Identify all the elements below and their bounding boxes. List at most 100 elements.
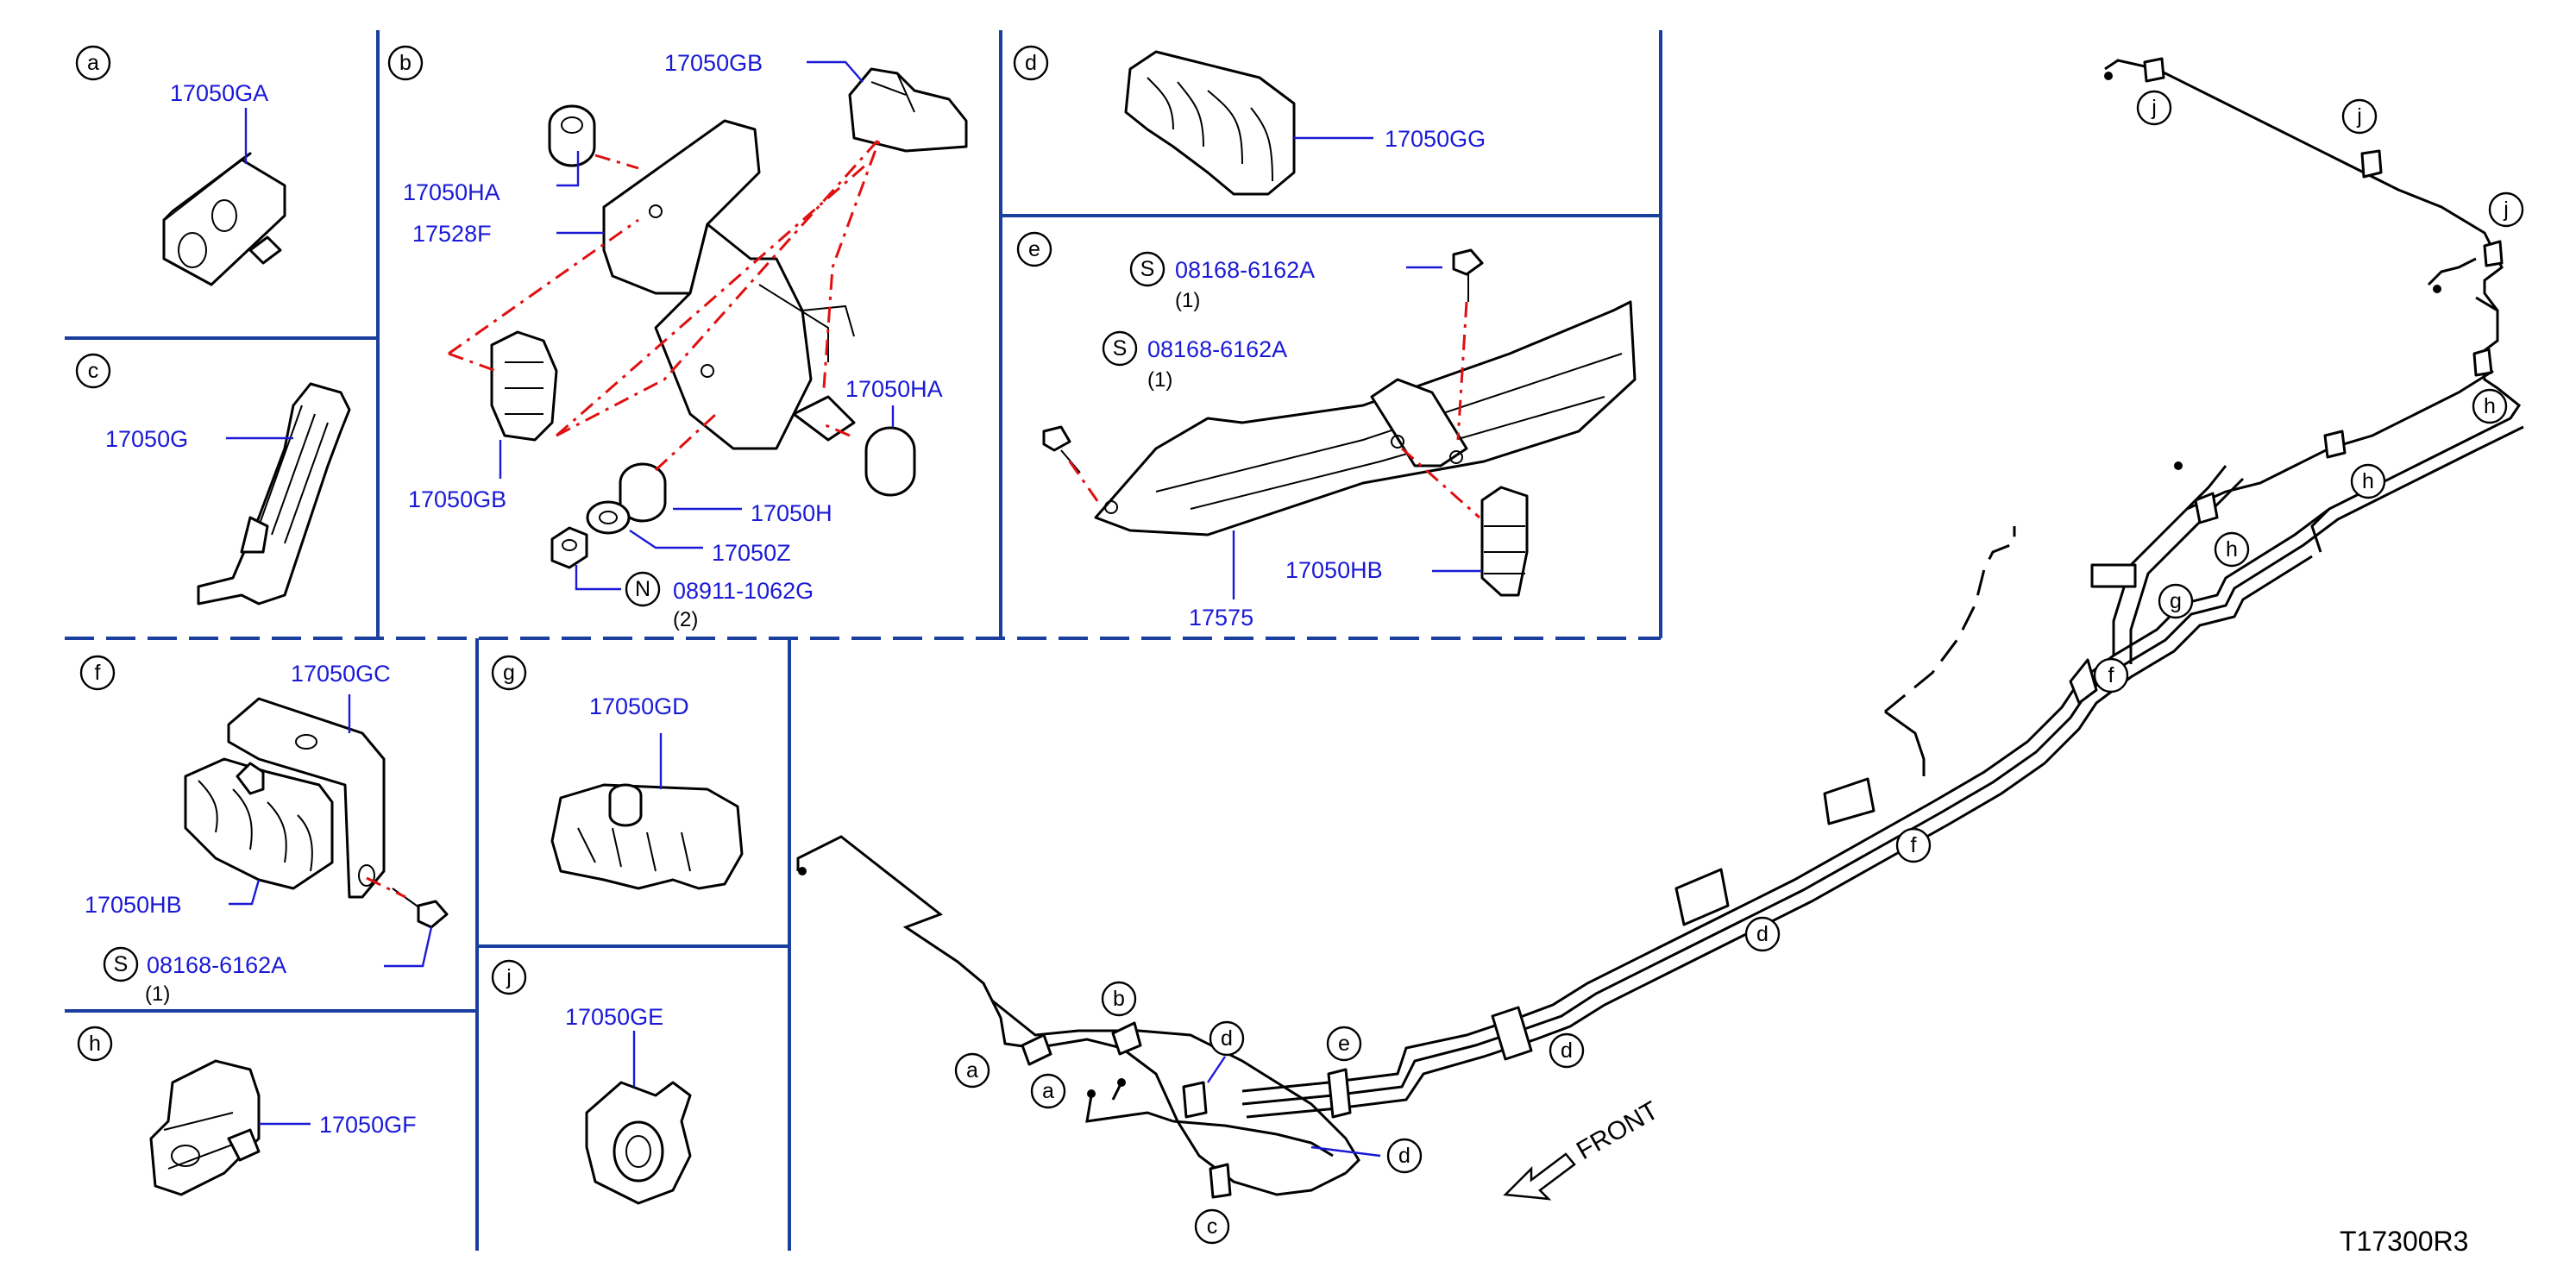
svg-text:d: d xyxy=(1756,922,1769,946)
part-number-17050GF: 17050GF xyxy=(319,1112,417,1138)
pipe-callouts: a a b c d d e d d f f g h h h j j j xyxy=(954,90,2524,1245)
callout-f-2: f xyxy=(2093,657,2129,693)
svg-text:d: d xyxy=(1561,1038,1573,1063)
callout-j-2: j xyxy=(2341,98,2378,135)
part-number-17050GA: 17050GA xyxy=(170,80,268,106)
callout-h-3: h xyxy=(2472,388,2508,424)
callout-a-2: a xyxy=(1030,1073,1066,1109)
clip-17050GA: 17050GA xyxy=(162,80,286,286)
protector-17575: S 08168-6162A (1) S 08168-6162A (1) 1705… xyxy=(1042,248,1637,631)
clamp-17050G: 17050G xyxy=(105,382,351,605)
qty-s2: (1) xyxy=(1147,368,1172,392)
callout-a-1: a xyxy=(954,1052,990,1089)
clip-17050GE: 17050GE xyxy=(565,1004,692,1205)
part-number-17528F: 17528F xyxy=(412,221,492,247)
part-number-17050G: 17050G xyxy=(105,426,188,452)
s-symbol-3: S xyxy=(103,946,139,982)
section-frame xyxy=(65,30,1662,1251)
svg-text:j: j xyxy=(506,965,512,989)
section-letter-d: d xyxy=(1013,45,1049,81)
svg-text:a: a xyxy=(966,1058,978,1082)
qty-s1: (1) xyxy=(1175,289,1200,312)
svg-text:e: e xyxy=(1028,237,1040,261)
clip-17050GG: 17050GG xyxy=(1124,50,1486,196)
callout-g: g xyxy=(2158,583,2194,619)
part-number-08168-6162A-1: 08168-6162A xyxy=(1175,257,1315,283)
svg-text:e: e xyxy=(1338,1032,1350,1056)
callout-d-3: d xyxy=(1549,1032,1585,1069)
n-symbol: N xyxy=(625,571,661,607)
part-number-17050HA-top: 17050HA xyxy=(403,179,500,205)
diagram-id: T17300R3 xyxy=(2340,1226,2468,1257)
callout-h-1: h xyxy=(2214,531,2250,568)
part-number-17050GE: 17050GE xyxy=(565,1004,663,1030)
callout-f-1: f xyxy=(1895,827,1932,863)
pipe-routing xyxy=(796,57,2524,1199)
callout-j-3: j xyxy=(2488,191,2524,228)
clip-17050GF: 17050GF xyxy=(149,1059,417,1196)
part-number-08168-6162A-2: 08168-6162A xyxy=(1147,336,1287,362)
svg-text:S: S xyxy=(1113,336,1128,361)
callout-e: e xyxy=(1326,1026,1362,1062)
section-letter-j: j xyxy=(491,959,527,995)
part-number-08911-1062G: 08911-1062G xyxy=(673,578,814,604)
callout-d-1: d xyxy=(1209,1020,1245,1057)
part-number-17050GB-top: 17050GB xyxy=(664,50,763,76)
svg-text:f: f xyxy=(1911,833,1917,857)
svg-text:N: N xyxy=(635,577,650,601)
svg-text:d: d xyxy=(1025,51,1037,75)
svg-text:a: a xyxy=(87,51,99,75)
svg-text:S: S xyxy=(114,952,129,976)
front-label: FRONT xyxy=(1572,1096,1663,1165)
svg-text:d: d xyxy=(1398,1144,1411,1168)
front-arrow: FRONT xyxy=(1503,1096,1663,1201)
svg-text:j: j xyxy=(2151,96,2157,120)
svg-text:c: c xyxy=(1207,1214,1218,1239)
s-symbol-1: S xyxy=(1129,251,1165,287)
callout-b: b xyxy=(1101,981,1137,1017)
part-number-17050HB-f: 17050HB xyxy=(85,892,182,918)
section-letter-e: e xyxy=(1016,231,1052,267)
svg-text:f: f xyxy=(95,661,101,685)
svg-text:h: h xyxy=(2484,394,2496,418)
callout-c: c xyxy=(1194,1208,1230,1245)
svg-text:j: j xyxy=(2503,198,2509,222)
part-number-17050HB-e: 17050HB xyxy=(1285,557,1383,583)
part-number-17050Z: 17050Z xyxy=(712,540,791,566)
svg-text:h: h xyxy=(2226,537,2238,562)
svg-text:c: c xyxy=(88,359,99,383)
section-letter-b: b xyxy=(387,45,424,81)
part-number-17050HA-right: 17050HA xyxy=(845,376,943,402)
part-number-08168-6162A-3: 08168-6162A xyxy=(147,952,286,978)
s-symbol-2: S xyxy=(1102,330,1138,367)
qty-08911: (2) xyxy=(673,608,698,631)
callout-d-2: d xyxy=(1386,1138,1423,1174)
svg-text:d: d xyxy=(1221,1026,1233,1051)
bracket-assembly-b: 17050GB 17050HA 17528F 17050GB 17050HA 1… xyxy=(403,50,968,631)
part-number-17050GG: 17050GG xyxy=(1385,126,1486,152)
bracket-17050GC: 17050GC 17050HB S 08168-6162A (1) xyxy=(85,661,449,1006)
svg-text:g: g xyxy=(2170,589,2182,613)
svg-text:h: h xyxy=(2362,469,2374,493)
callout-d-4: d xyxy=(1744,916,1781,952)
part-number-17575: 17575 xyxy=(1189,605,1253,631)
part-number-17050GD: 17050GD xyxy=(589,693,689,719)
section-letter-h: h xyxy=(77,1026,113,1062)
part-number-17050GC: 17050GC xyxy=(291,661,391,687)
svg-text:S: S xyxy=(1140,257,1155,281)
callout-j-1: j xyxy=(2136,90,2172,126)
svg-text:a: a xyxy=(1042,1079,1054,1103)
svg-text:h: h xyxy=(89,1032,101,1056)
callout-h-2: h xyxy=(2350,463,2386,499)
section-letter-g: g xyxy=(491,655,527,691)
qty-s3: (1) xyxy=(145,982,170,1006)
section-letter-f: f xyxy=(79,655,116,691)
part-number-17050H: 17050H xyxy=(751,500,832,526)
svg-text:j: j xyxy=(2356,104,2362,129)
svg-text:g: g xyxy=(503,661,515,685)
clip-17050GD: 17050GD xyxy=(550,693,744,890)
section-letter-c: c xyxy=(75,353,111,389)
svg-text:b: b xyxy=(399,51,412,75)
part-number-17050GB-left: 17050GB xyxy=(408,486,506,512)
